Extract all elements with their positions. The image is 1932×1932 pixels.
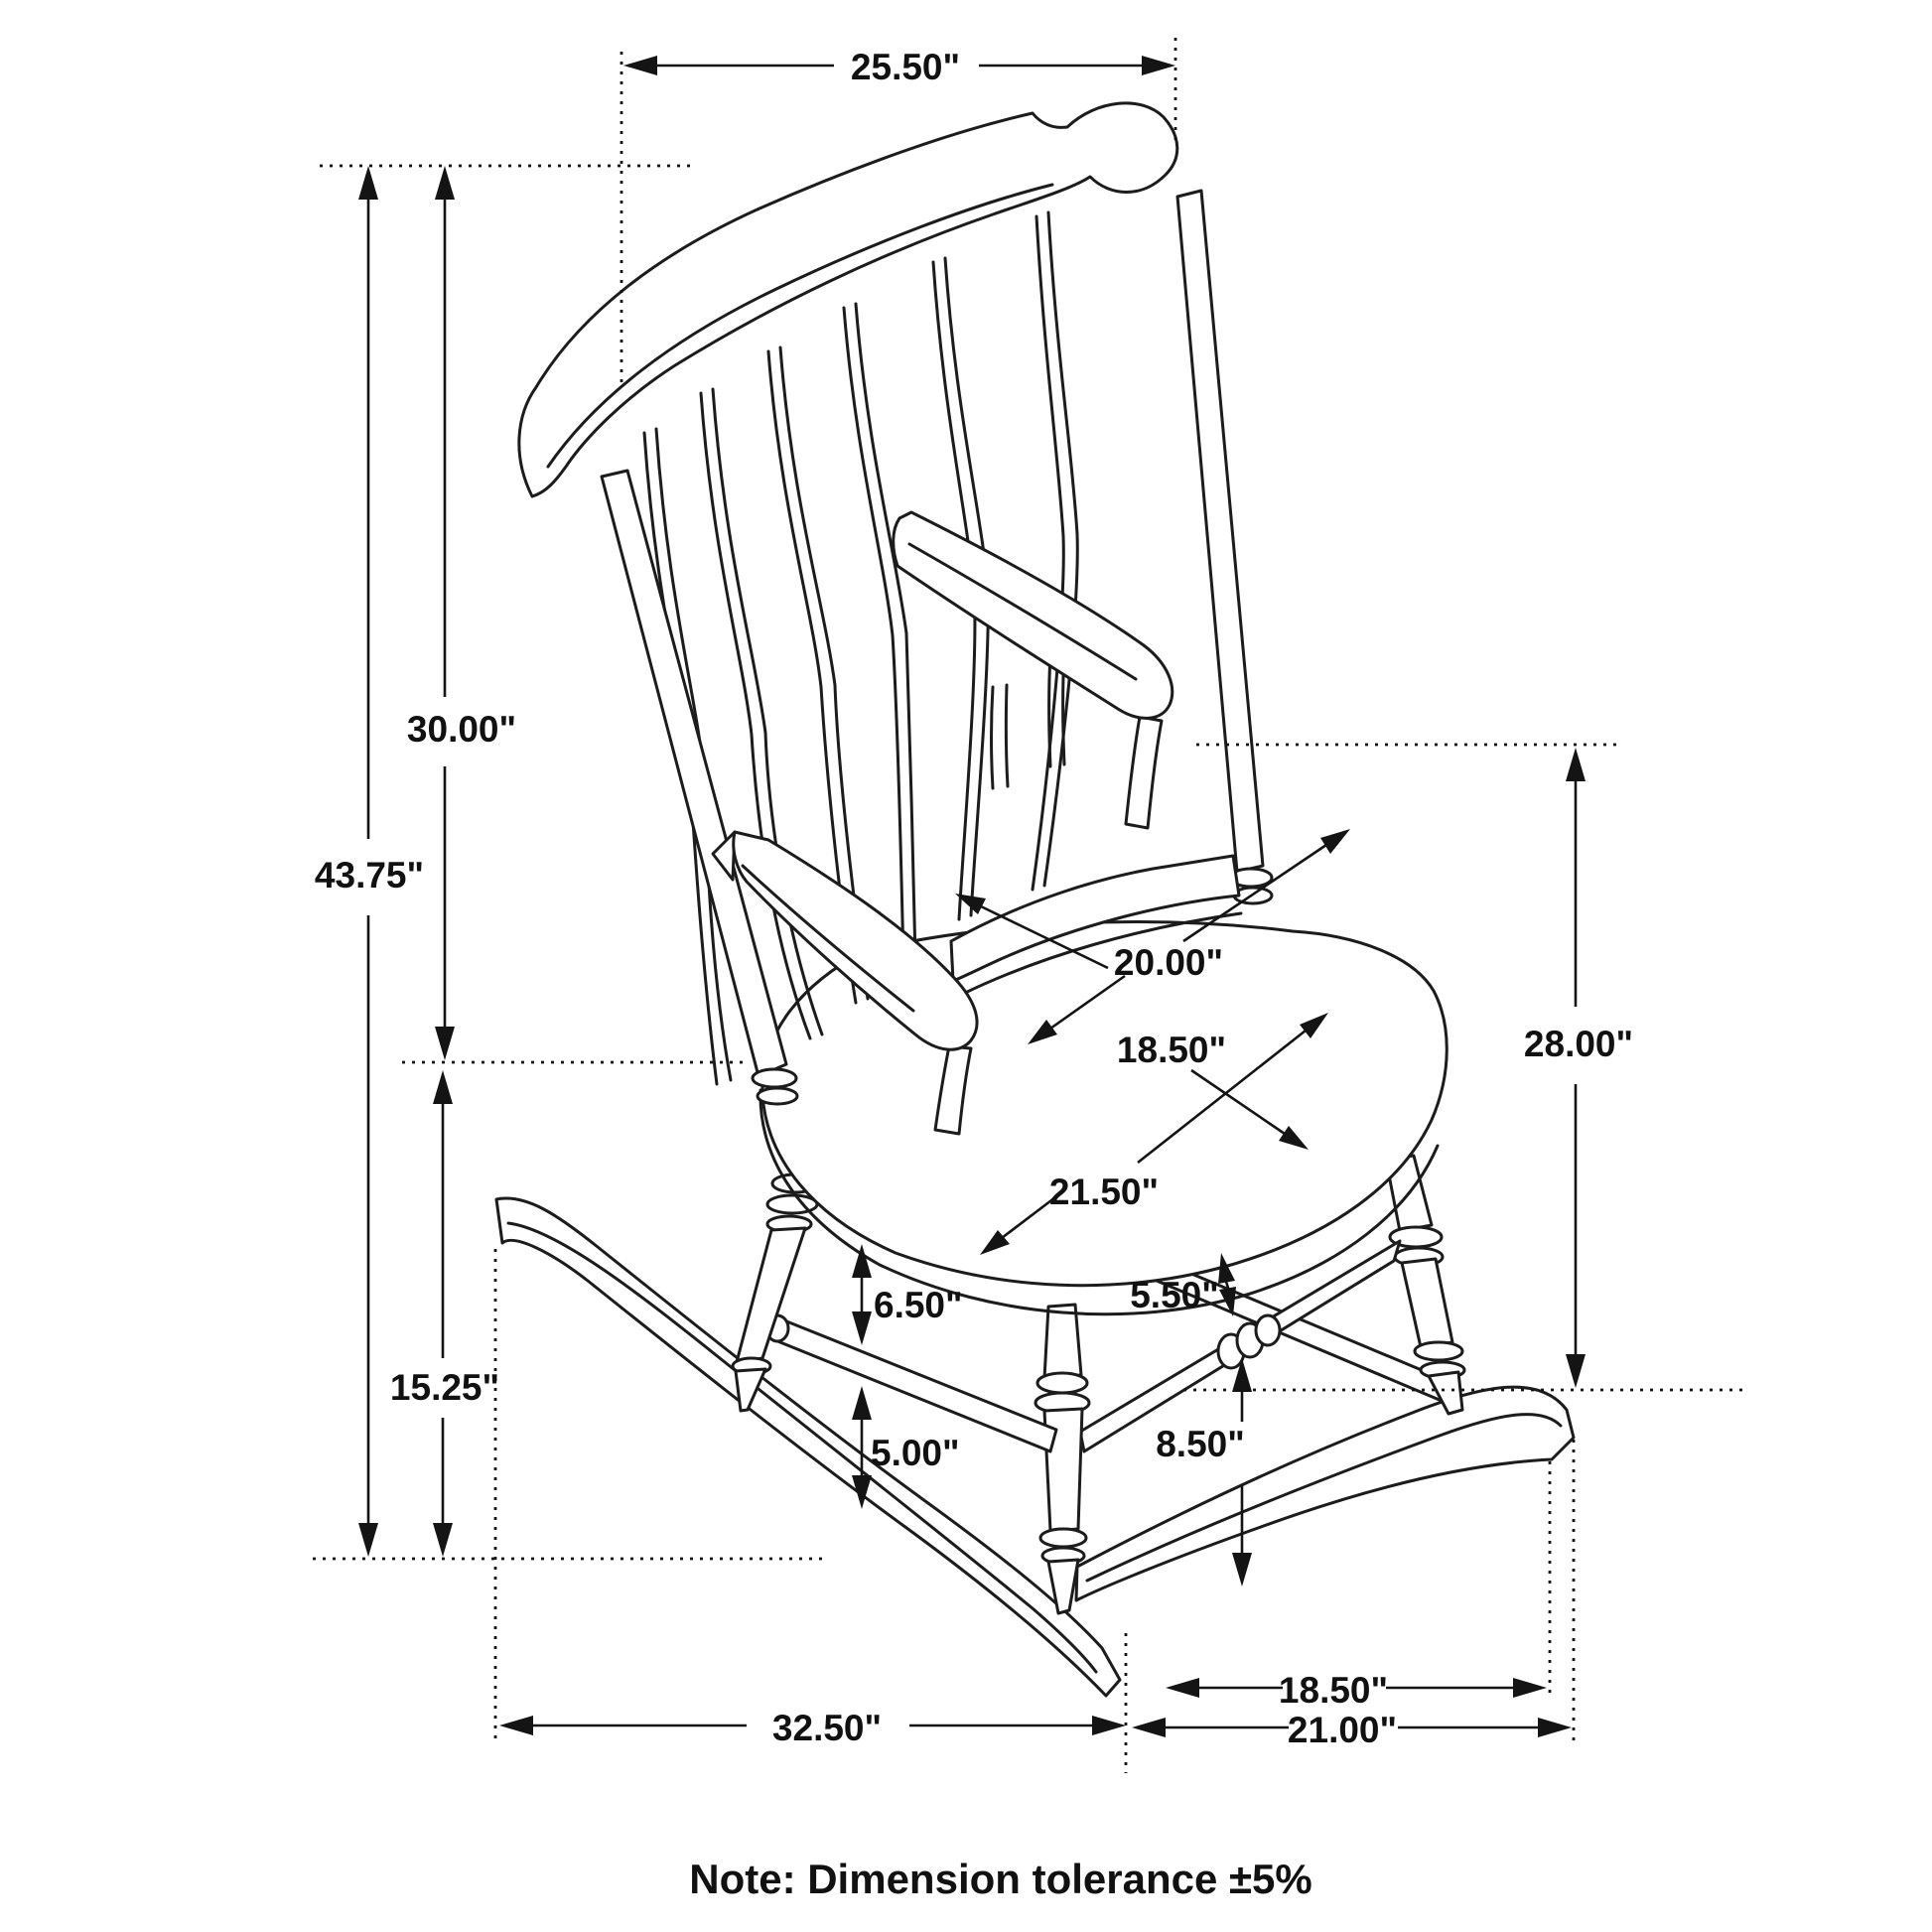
left-back-post [600,469,788,1078]
tolerance-note: Note: Dimension tolerance ±5% [689,1856,1312,1902]
rear-left-leg [731,1173,820,1413]
left-arm-post [933,1044,973,1136]
rocking-chair-drawing [494,101,1576,1698]
dim-seat-depth: 21.50" [980,1013,1328,1255]
rear-right-leg [1384,1154,1466,1416]
dim-label-seat-to-stretcher: 6.50" [874,1285,963,1325]
dim-label-rocker-rear-span: 21.00" [1288,1710,1397,1750]
front-left-leg [1034,1303,1091,1615]
dim-top-width: 25.50" [623,47,1175,87]
dim-back-height: 30.00" [407,166,516,1060]
left-arm [711,830,979,1136]
seat-back-rail-edge [959,911,1243,997]
dim-label-back-height: 30.00" [407,709,516,750]
left-rocker-edge [506,1221,1098,1674]
right-arm-edge [907,542,1138,681]
dim-label-stretcher-clearance: 8.50" [1156,1424,1245,1464]
crest-rail [517,101,1179,498]
reference-lines [313,38,1747,1773]
left-post-ring2 [756,1086,799,1106]
right-rocker [1074,1385,1576,1602]
left-post-ring [751,1067,798,1089]
dim-label-seat-height: 15.25" [390,1367,499,1408]
left-rocker [494,1196,1122,1698]
dim-stretcher-clearance: 8.50" [1156,1358,1252,1587]
dim-stretcher-to-rocker: 5.00" [852,1386,960,1509]
dim-label-overall-height: 43.75" [315,855,424,896]
front-stretcher-turnings [1216,1313,1282,1370]
dim-label-seat-depth: 21.50" [1049,1172,1159,1212]
dim-label-seat-width: 18.50" [1117,1030,1226,1070]
dim-arm-height: 28.00" [1524,748,1633,1388]
dim-label-leg-stance: 18.50" [1279,1670,1388,1711]
left-arm-edge [741,864,915,1013]
dim-seat-to-side-stretcher: 5.50" [1130,1253,1236,1316]
right-arm-post [1124,715,1164,830]
dim-rocker-rear-span: 21.00" [1132,1710,1572,1750]
dim-label-top-width: 25.50" [851,47,960,87]
dim-rocker-length: 32.50" [499,1708,1126,1748]
dim-seat-height: 15.25" [390,1070,499,1557]
dim-label-back-width: 20.00" [1114,942,1223,983]
left-arm-rest [732,830,979,1051]
dim-label-arm-height: 28.00" [1524,1024,1633,1064]
dim-label-seat-to-side-stretcher: 5.50" [1130,1275,1219,1315]
dim-label-rocker-length: 32.50" [772,1708,882,1748]
crest-rail-edge [546,183,1054,469]
right-back-post [1175,189,1265,874]
seat-back-rail [949,854,1241,983]
dim-label-stretcher-to-rocker: 5.00" [871,1433,960,1473]
dim-leg-stance: 18.50" [1166,1670,1547,1711]
dim-overall-height: 43.75" [315,166,424,1557]
right-arm [892,510,1174,830]
dim-seat-width: 18.50" [1028,974,1309,1150]
seat-bottom-rim [759,1088,1440,1316]
dim-seat-to-stretcher: 6.50" [852,1244,963,1345]
right-rocker-edge [1085,1413,1563,1583]
dim-back-width: 20.00" [955,829,1350,983]
